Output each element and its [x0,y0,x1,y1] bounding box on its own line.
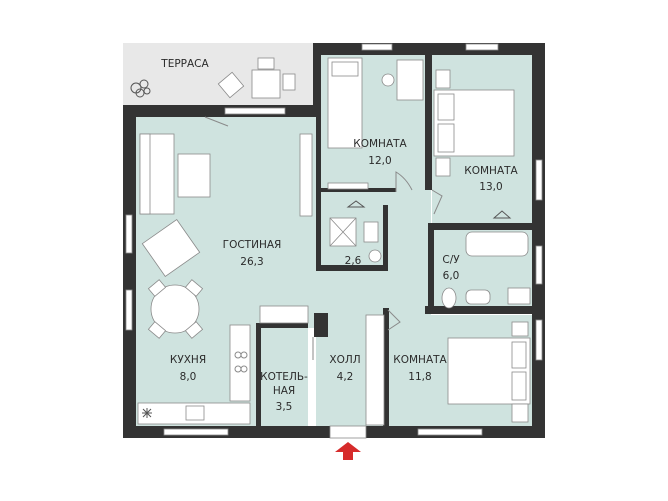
terrace-furniture [217,57,296,99]
area-hall: 4,2 [337,371,354,383]
inner-walls [256,55,532,426]
label-boiler-2: НАЯ [273,385,295,397]
living-furniture [139,133,313,277]
label-bath: С/У [442,254,460,266]
area-boiler: 3,5 [276,401,293,413]
area-living: 26,3 [240,256,263,268]
stove-burners [234,351,248,373]
hall-wardrobe [365,314,385,426]
door-swings [204,116,443,360]
area-kitchen: 8,0 [180,371,197,383]
entrance-arrow-icon [335,442,361,460]
area-room-c: 11,8 [408,371,431,383]
kitchen-counter [137,305,309,425]
bath-fixtures [441,231,531,309]
room-b-furniture [433,69,515,177]
snowflake-icon [142,408,152,418]
label-terrace: ТЕРРАСА [160,58,209,70]
label-room-c: КОМНАТА [393,354,447,366]
plant-icon [130,79,151,98]
area-bath-small: 2,6 [345,255,362,267]
area-room-a: 12,0 [368,155,391,167]
terrace-area [123,43,313,105]
shower-toilet-small [329,217,382,263]
dining-set [147,279,204,339]
label-room-b: КОМНАТА [464,165,518,177]
label-boiler-1: КОТЕЛЬ- [260,371,308,383]
label-living: ГОСТИНАЯ [223,239,282,251]
windows [125,43,543,439]
floor-boiler [261,328,308,426]
room-c-furniture [447,321,531,423]
label-kitchen: КУХНЯ [170,354,206,366]
room-labels: ТЕРРАСА ГОСТИНАЯ 26,3 КОМНАТА 12,0 КОМНА… [160,58,518,413]
label-room-a: КОМНАТА [353,138,407,150]
area-room-b: 13,0 [479,181,502,193]
hanger-icon [346,200,512,219]
area-bath: 6,0 [443,270,460,282]
label-hall: ХОЛЛ [329,354,360,366]
room-a-furniture [327,57,424,190]
